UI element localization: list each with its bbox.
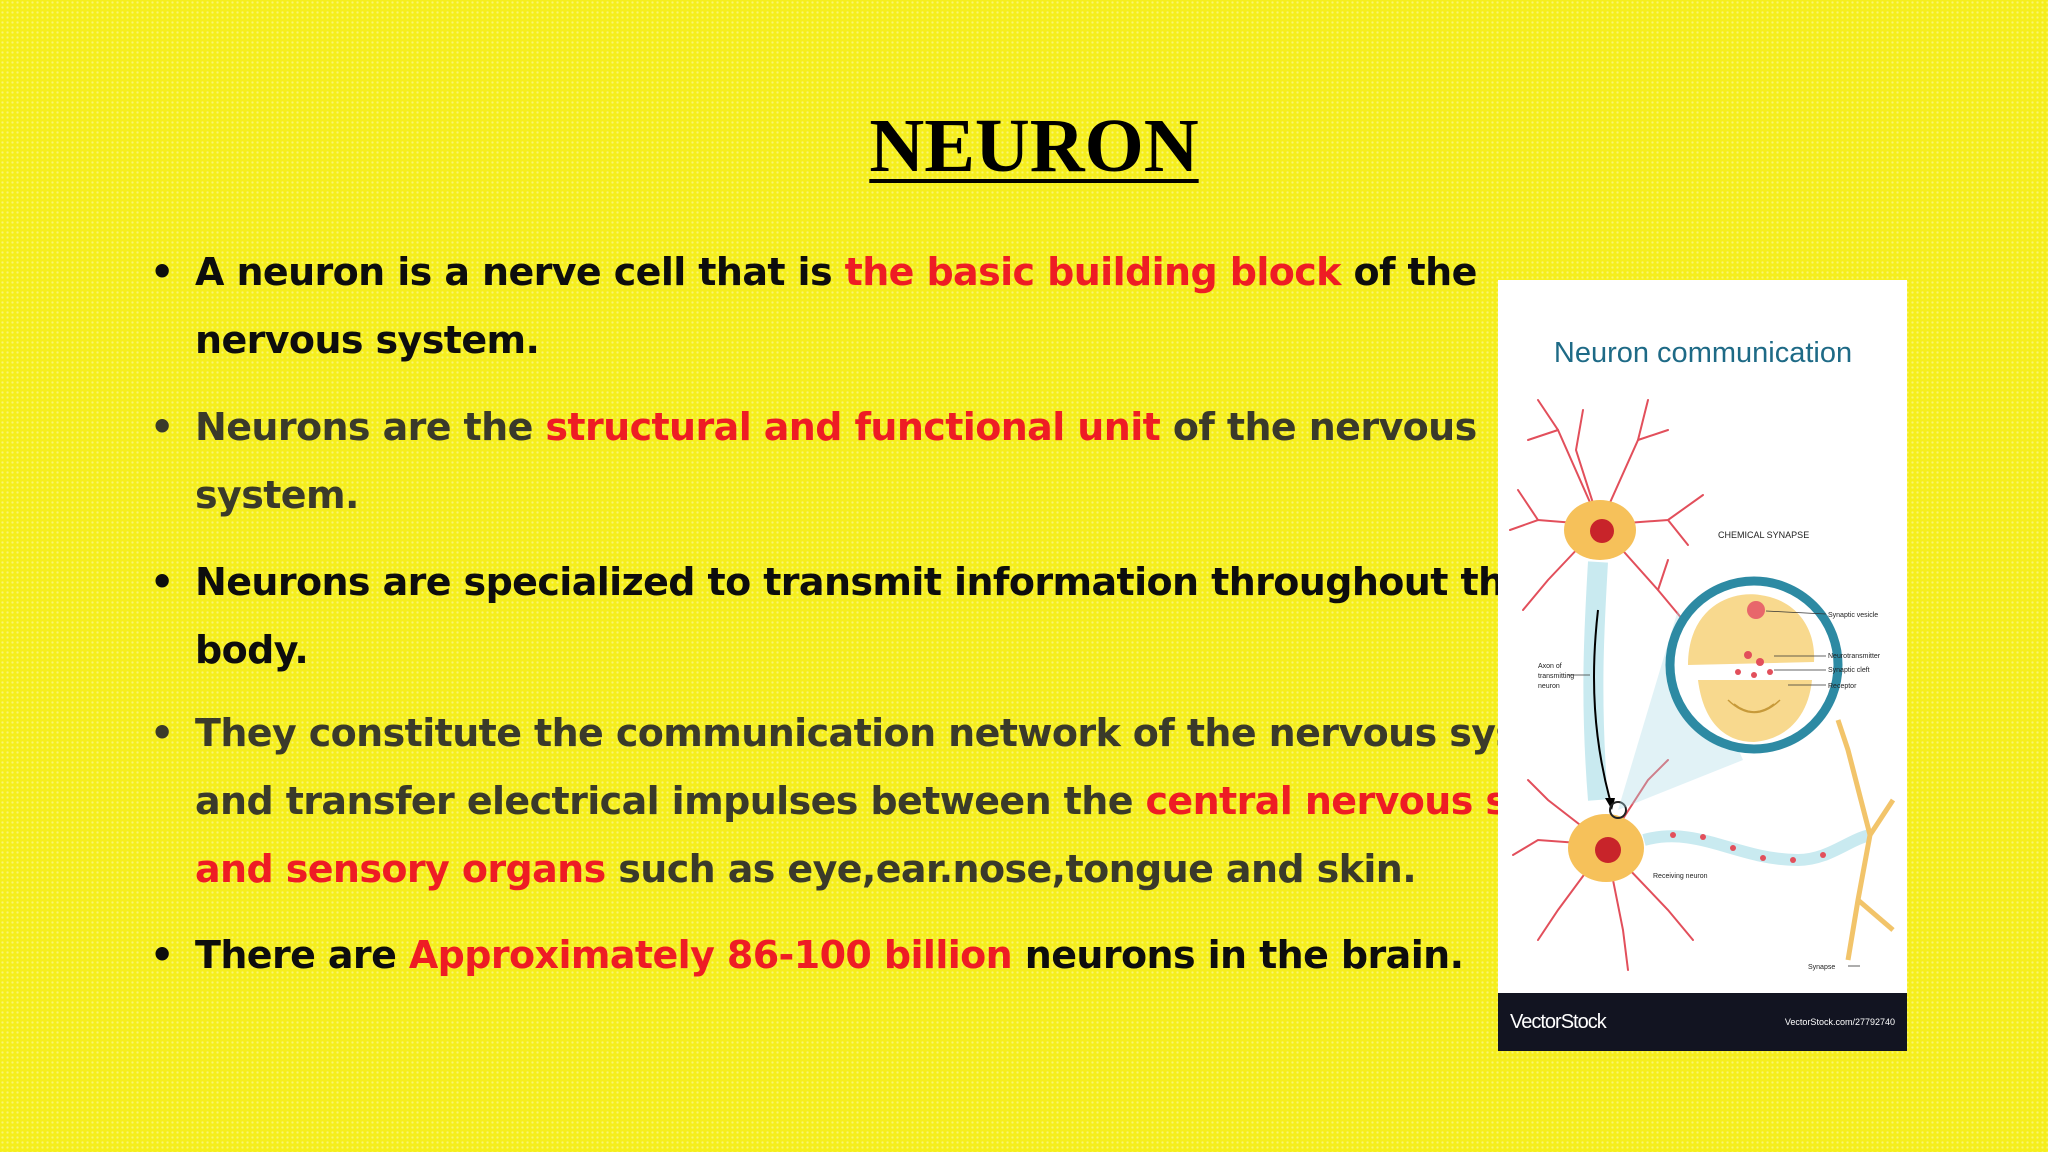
label-synapse: Synapse	[1808, 964, 1835, 971]
bullet-dot: •	[150, 250, 174, 294]
bullet-line: and sensory organs such as eye,ear.nose,…	[195, 835, 1510, 903]
body-text: such as eye,ear.nose,tongue and skin.	[605, 847, 1417, 891]
bullet-line: Neurons are the structural and functiona…	[195, 393, 1510, 461]
vectorstock-url: VectorStock.com/27792740	[1784, 1017, 1895, 1027]
transmitting-neuron-nucleus	[1590, 519, 1614, 543]
bullet-text: A neuron is a nerve cell that is the bas…	[195, 238, 1510, 374]
body-text: neurons in the brain.	[1012, 933, 1464, 977]
bullet-line: body.	[195, 616, 1510, 684]
neurotransmitters	[1735, 651, 1773, 678]
label-chemical-synapse: CHEMICAL SYNAPSE	[1718, 530, 1809, 540]
postsynaptic-membrane	[1698, 680, 1812, 742]
bullet-line: A neuron is a nerve cell that is the bas…	[195, 238, 1510, 306]
illustration-heading: Neuron communication	[1554, 337, 1852, 369]
bullet-dot: •	[150, 405, 174, 449]
body-text: There are	[195, 933, 409, 977]
receiving-axon	[1642, 829, 1872, 867]
highlight-text: the basic building block	[844, 250, 1342, 294]
body-text: of the nervous	[1160, 405, 1477, 449]
bullet-line: and transfer electrical impulses between…	[195, 767, 1636, 835]
target-cell-branches	[1835, 719, 1896, 961]
highlight-text: Approximately 86-100 billion	[408, 933, 1013, 977]
receiving-neuron-nucleus	[1595, 837, 1621, 863]
body-text: of the	[1340, 250, 1477, 294]
bullet-line: nervous system.	[195, 306, 1510, 374]
highlight-text: structural and functional unit	[545, 405, 1161, 449]
bullet-dot: •	[150, 560, 174, 604]
body-text: They constitute the communication networ…	[195, 711, 1600, 755]
bullet-line: system.	[195, 461, 1510, 529]
body-text: and transfer electrical impulses between…	[195, 779, 1146, 823]
bullet-text: Neurons are the structural and functiona…	[195, 393, 1510, 529]
illustration-footer: VectorStock VectorStock.com/27792740	[1498, 993, 1907, 1051]
label-synaptic-cleft: Synaptic cleft	[1828, 667, 1870, 674]
receptor-arcs	[1727, 699, 1781, 714]
label-receptor: Receptor	[1828, 683, 1857, 690]
body-text: body.	[195, 628, 309, 672]
slide-title: NEURON	[869, 104, 1199, 188]
axon-signal-arrow	[1593, 609, 1611, 801]
bullet-text: Neurons are specialized to transmit info…	[195, 548, 1530, 684]
bullet-line: Neurons are specialized to transmit info…	[195, 548, 1530, 616]
label-axon-1: Axon of	[1538, 663, 1562, 670]
bullet-text: There are Approximately 86-100 billion n…	[195, 921, 1510, 989]
bullet-line: They constitute the communication networ…	[195, 699, 1600, 767]
bullet-line: There are Approximately 86-100 billion n…	[195, 921, 1510, 989]
body-text: Neurons are specialized to transmit info…	[195, 560, 1530, 604]
synaptic-vesicle	[1747, 601, 1765, 619]
label-receiving-neuron: Receiving neuron	[1653, 873, 1708, 880]
label-synaptic-vesicle: Synaptic vesicle	[1828, 612, 1878, 619]
body-text: nervous system.	[195, 318, 540, 362]
label-axon-2: transmitting	[1538, 673, 1574, 680]
highlight-text: and sensory organs	[195, 847, 606, 891]
bullet-dot: •	[150, 933, 174, 977]
axon-nodes	[1670, 832, 1826, 863]
neuron-diagram-svg: Neuron communication	[1509, 337, 1896, 971]
body-text: Neurons are the	[195, 405, 546, 449]
bullet-dot: •	[150, 711, 174, 755]
arrow-head-icon	[1605, 798, 1615, 810]
bullet-text: They constitute the communication networ…	[195, 699, 1636, 903]
body-text: system.	[195, 473, 359, 517]
label-neurotransmitter: Neurotransmitter	[1828, 653, 1881, 660]
diagram-labels: CHEMICAL SYNAPSE Synaptic vesicle Neurot…	[1538, 530, 1881, 971]
label-leader-lines	[1568, 610, 1860, 967]
synapse-marker	[1609, 801, 1627, 819]
neuron-communication-illustration: Neuron communication	[1498, 280, 1907, 1051]
vectorstock-logo: VectorStock	[1510, 1010, 1607, 1033]
label-axon-3: neuron	[1538, 683, 1560, 690]
body-text: A neuron is a nerve cell that is	[195, 250, 845, 294]
